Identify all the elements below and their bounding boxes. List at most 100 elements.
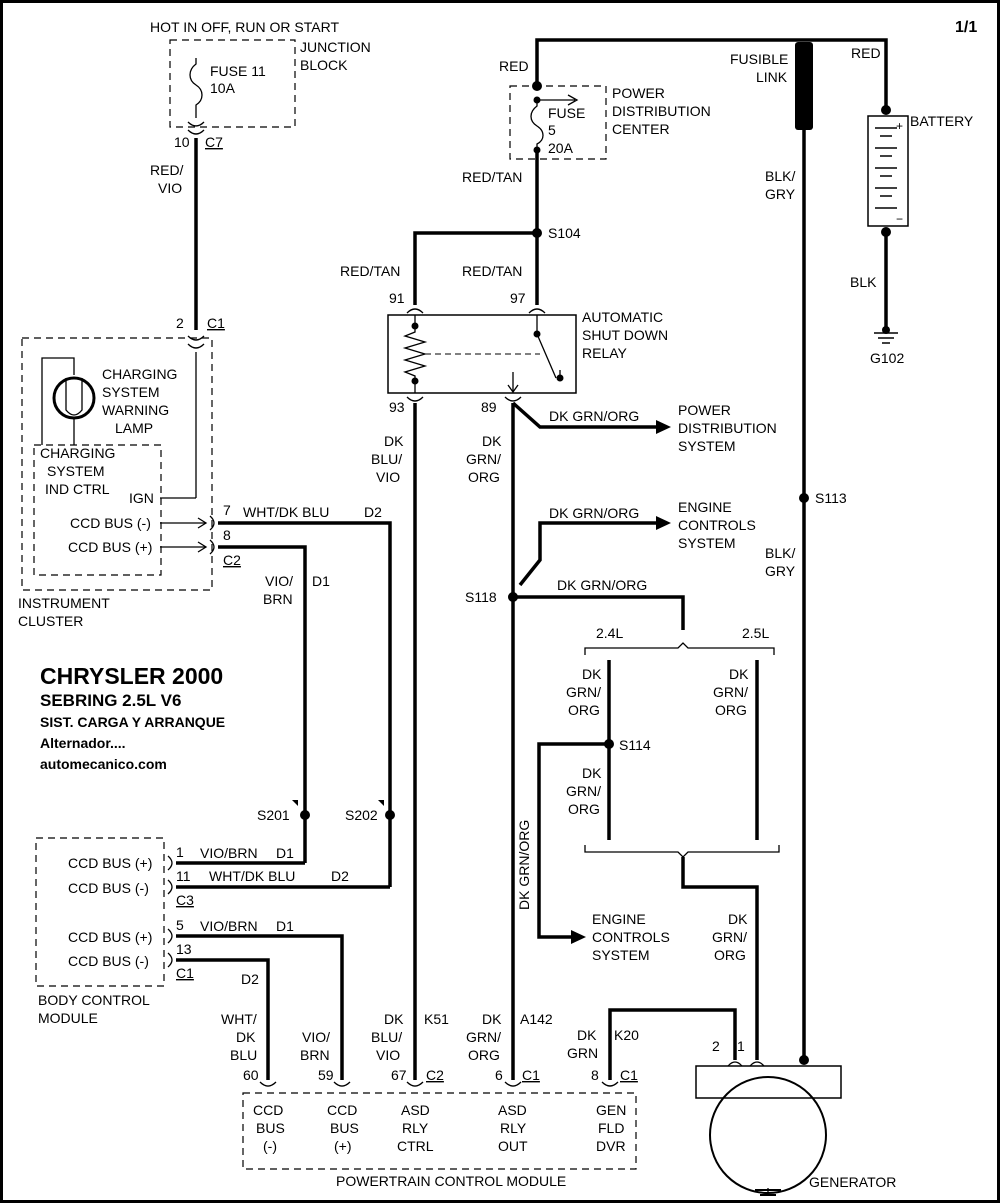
dk-blu-vio-5: BLU/ [371, 1029, 402, 1045]
s202-label: S202 [345, 807, 378, 823]
k20-wire-2: GRN [567, 1045, 598, 1061]
relay-out-lead [507, 370, 561, 394]
wire-k20 [608, 1008, 737, 1080]
wire-vio-brn-ic [218, 545, 307, 815]
k51-label: K51 [424, 1011, 449, 1027]
fuse-5-label: FUSE [548, 105, 585, 121]
pcm-col2-2: BUS [330, 1120, 359, 1136]
pcm-pin-67: 67 [391, 1067, 407, 1083]
v24-wire-2: GRN/ [566, 684, 601, 700]
wire-red-tan-91 [413, 231, 537, 305]
wht-dk-blu-label-top: WHT/DK BLU [243, 504, 329, 520]
bcm-label-1: BODY CONTROL [38, 992, 150, 1008]
fuse-11-symbol [189, 58, 203, 118]
junction-block-label-2: BLOCK [300, 57, 348, 73]
wire-to-generator-1 [681, 857, 759, 1060]
ic-ccd-plus-label: CCD BUS (+) [68, 539, 152, 555]
v25-wire-2: GRN/ [713, 684, 748, 700]
ground-dot [882, 326, 890, 334]
relay-pin-89: 89 [481, 399, 497, 415]
relay-connector-bottom [406, 396, 522, 402]
s114-label: S114 [619, 737, 651, 753]
blk-gry-label-1: BLK/ [765, 168, 795, 184]
k20-wire-1: DK [577, 1027, 597, 1043]
splice-s113 [799, 493, 809, 503]
dk-blu-vio-2: BLU/ [371, 451, 402, 467]
relay-switch-arm [536, 333, 557, 379]
relay-pin-97: 97 [510, 290, 526, 306]
blk-gry-label-3: BLK/ [765, 545, 795, 561]
s113-label: S113 [815, 490, 847, 506]
wire-s118-branch [513, 595, 685, 630]
red-tan-label-3: RED/TAN [462, 263, 522, 279]
pcm-col1-1: CCD [253, 1102, 283, 1118]
ecs-2-label-1: ENGINE [592, 911, 646, 927]
title-line-3: SIST. CARGA Y ARRANQUE [40, 714, 225, 730]
wire-red-main [535, 38, 888, 110]
v25-wire-1: DK [729, 666, 749, 682]
pcm59-wire-2: BRN [300, 1047, 330, 1063]
wire-to-pds [511, 401, 660, 429]
title-line-2: SEBRING 2.5L V6 [40, 691, 181, 710]
battery-minus: − [896, 212, 903, 226]
s118-wire-label: DK GRN/ORG [557, 577, 647, 593]
battery-plus: + [896, 119, 903, 133]
battery-label: BATTERY [910, 113, 974, 129]
relay-box [387, 314, 577, 394]
ecs-2-label-2: CONTROLS [592, 929, 670, 945]
gen-wire-2: GRN/ [712, 929, 747, 945]
s118-label: S118 [465, 589, 497, 605]
bcm-w1-label: VIO/BRN [200, 845, 258, 861]
bcm-pin-11: 11 [176, 868, 191, 884]
pcm6-wire-1: DK [482, 1011, 502, 1027]
connector-c7 [187, 121, 205, 135]
charging-lamp-icon [52, 376, 96, 420]
ic-ccd-plus-arrow [197, 541, 208, 553]
pcm60-wire-1: WHT/ [221, 1011, 257, 1027]
ecs-2-label-3: SYSTEM [592, 947, 650, 963]
bcm-pin-13: 13 [176, 941, 192, 957]
gen-wire-3: ORG [714, 947, 746, 963]
hot-in-label: HOT IN OFF, RUN OR START [150, 19, 339, 35]
dk-blu-vio-1: DK [384, 433, 404, 449]
bcm-ccd-minus-1: CCD BUS (-) [68, 880, 149, 896]
ecs-1-label-2: CONTROLS [678, 517, 756, 533]
ecs-2-arrow-icon [571, 930, 586, 944]
bcm-conn-c3: C3 [176, 892, 194, 908]
ind-ctrl-box [33, 444, 162, 576]
s201-label: S201 [257, 807, 290, 823]
title-line-5: automecanico.com [40, 756, 167, 772]
wire-bcm-5 [176, 934, 344, 1080]
pcm-label: POWERTRAIN CONTROL MODULE [336, 1173, 566, 1189]
title-line-1: CHRYSLER 2000 [40, 663, 223, 689]
relay-label-3: RELAY [582, 345, 628, 361]
pcm-conn-c1b: C1 [620, 1067, 638, 1083]
ign-label: IGN [129, 490, 154, 506]
bcm-box [35, 837, 165, 987]
lamp-filament [65, 378, 83, 416]
bcm-w5-code: D1 [276, 918, 294, 934]
blk-label: BLK [850, 274, 877, 290]
pcm-pin-59: 59 [318, 1067, 334, 1083]
pcm-col5-1: GEN [596, 1102, 626, 1118]
pdc-label-3: CENTER [612, 121, 670, 137]
pcm6-wire-2: GRN/ [466, 1029, 501, 1045]
dk-grn-org-3: ORG [468, 469, 500, 485]
dk-blu-vio-6: VIO [376, 1047, 400, 1063]
relay-pin-93: 93 [389, 399, 405, 415]
ecs-1-arrow-icon [656, 516, 671, 530]
gen-ground-icon [755, 1189, 781, 1196]
lamp-label-4: LAMP [115, 420, 153, 436]
gen-pin-2: 2 [712, 1038, 720, 1054]
bcm-w11-label: WHT/DK BLU [209, 868, 295, 884]
lamp-label-1: CHARGING [102, 366, 177, 382]
ic-pin-7: 7 [223, 502, 231, 518]
fuse-5-amps: 20A [548, 140, 574, 156]
gen-connectors [727, 1061, 765, 1067]
battery-icon [867, 115, 909, 227]
ecs-1-wire-label: DK GRN/ORG [549, 505, 639, 521]
pcm-pin-60: 60 [243, 1067, 259, 1083]
d1-label-ic: D1 [312, 573, 330, 589]
pds-label-1: POWER [678, 402, 731, 418]
ic-pin-8: 8 [223, 527, 231, 543]
